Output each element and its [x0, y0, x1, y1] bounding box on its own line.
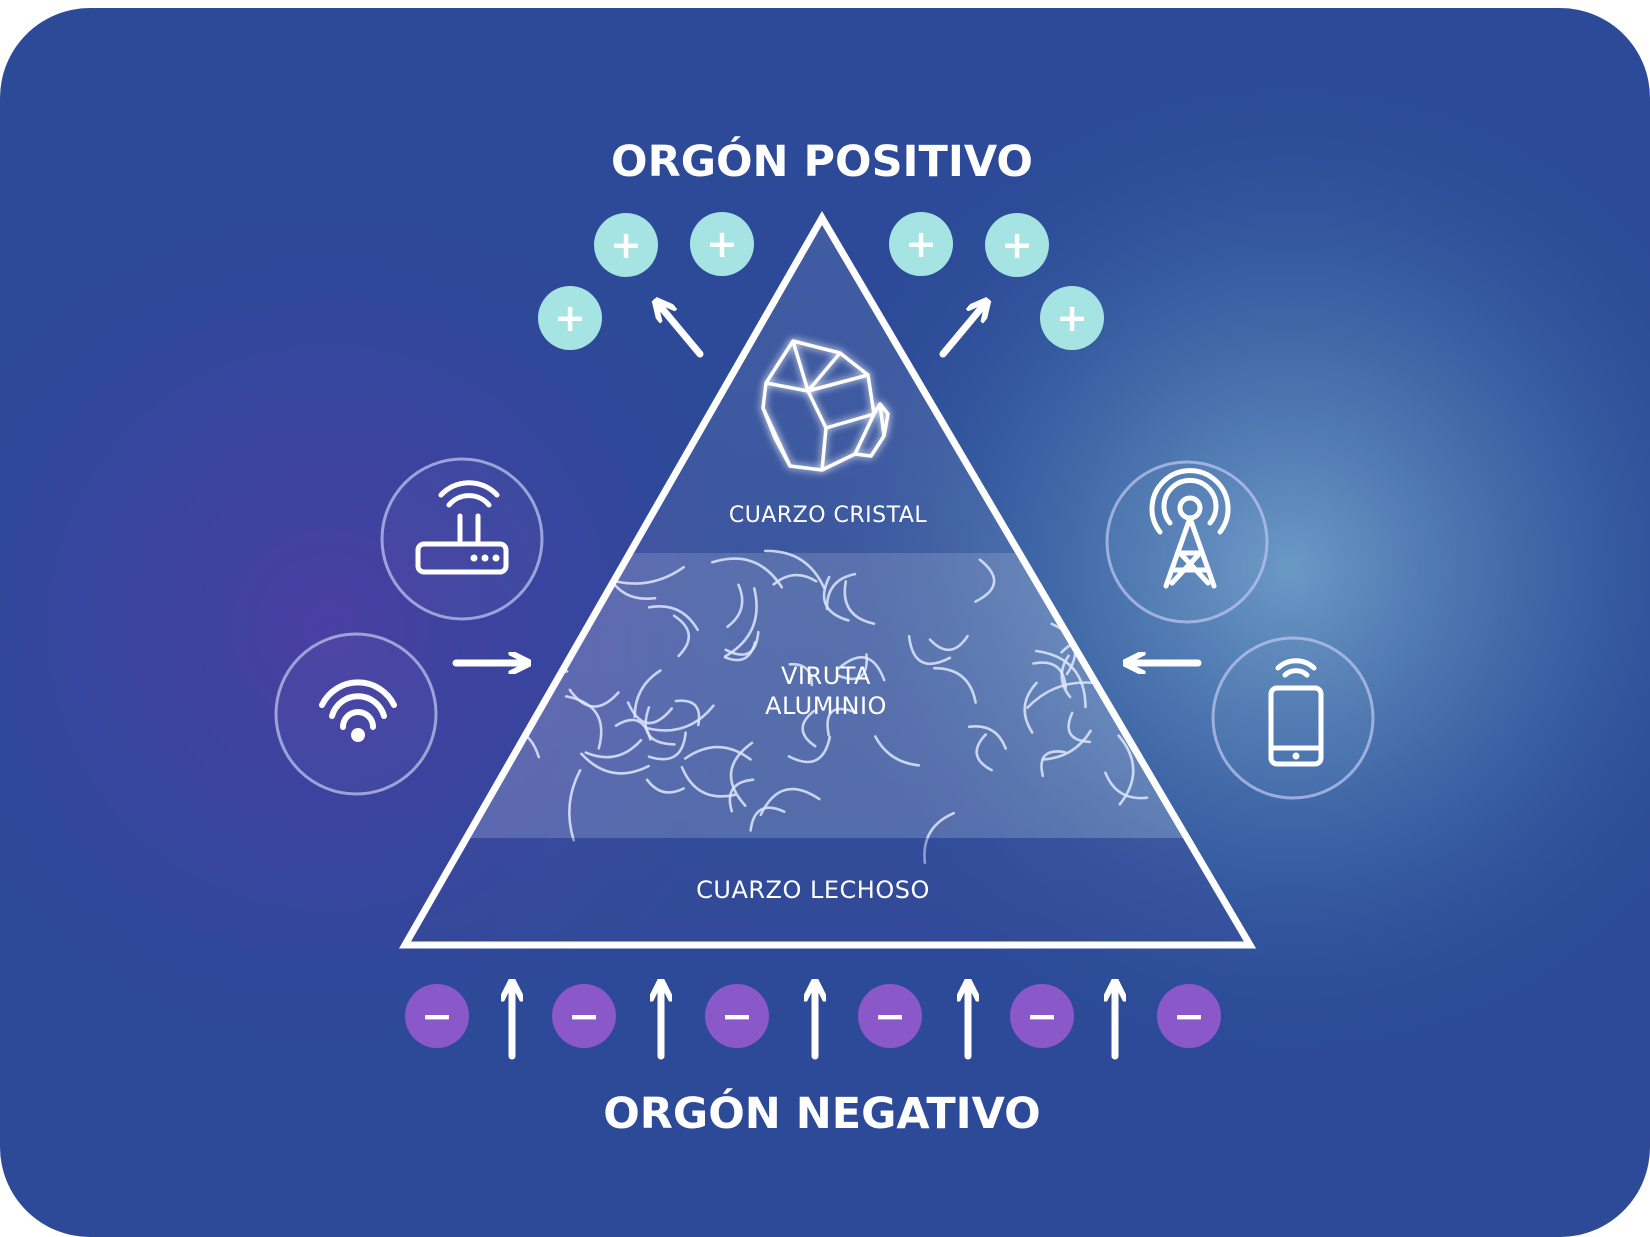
aluminium-shaving [874, 735, 921, 767]
layer-label-milky-quartz: CUARZO LECHOSO [696, 876, 930, 904]
aluminium-shaving [933, 666, 977, 704]
aluminium-shaving [907, 635, 952, 666]
aluminium-shaving [584, 738, 643, 759]
mobile-phone-icon [1268, 658, 1324, 767]
plus-sign: + [1056, 296, 1088, 340]
aluminium-shaving [763, 549, 826, 590]
layer-label-viruta: VIRUTA [781, 662, 871, 690]
aluminium-shaving [680, 765, 737, 798]
aluminium-shaving [568, 769, 582, 842]
orgone-diagram: ORGÓN POSITIVO ORGÓN NEGATIVO + + + + + + CUA… [0, 8, 1650, 1237]
plus-sign: + [1001, 223, 1033, 267]
plus-sign: + [610, 223, 642, 267]
aluminium-shaving [728, 778, 755, 813]
aluminium-shaving [801, 709, 817, 748]
aluminium-shaving [788, 662, 814, 687]
aluminium-shaving [826, 707, 858, 737]
aluminium-shaving [1041, 729, 1092, 761]
positive-charge: + [690, 212, 754, 276]
aluminium-shaving [684, 745, 752, 761]
aluminium-shaving [580, 752, 650, 775]
negative-charges: −−−−−− [405, 984, 1221, 1060]
arrow-up-left [660, 306, 704, 358]
aluminium-shaving [1117, 734, 1135, 806]
aluminium-shaving [1060, 654, 1072, 699]
aluminium-shaving [674, 699, 701, 727]
positive-charges: + + + + + + [538, 212, 1104, 350]
aluminium-shaving [1034, 649, 1087, 709]
aluminium-shaving [611, 565, 685, 585]
minus-sign: − [1026, 994, 1058, 1038]
aluminium-shaving [633, 669, 662, 719]
antenna-tower-icon [1149, 468, 1231, 589]
pyramid-outline [398, 211, 1257, 949]
plus-sign: + [706, 222, 738, 266]
wifi-icon [319, 679, 397, 730]
positive-charge: + [538, 286, 602, 350]
aluminium-shaving [967, 725, 1007, 750]
aluminium-shaving [759, 787, 821, 817]
positive-charge: + [889, 212, 953, 276]
wifi-emitter [274, 632, 438, 796]
negative-charge: − [1157, 984, 1221, 1048]
aluminium-shaving [975, 733, 993, 772]
aluminium-shaving [749, 806, 786, 832]
negative-charge: − [552, 984, 616, 1048]
diagram-card: ORGÓN POSITIVO ORGÓN NEGATIVO + + + + + + CUA… [0, 8, 1650, 1237]
minus-sign: − [1173, 994, 1205, 1038]
aluminium-shaving [726, 583, 744, 628]
aluminium-shaving [1026, 681, 1093, 709]
aluminium-shaving [825, 572, 857, 611]
aluminium-shaving [822, 575, 850, 622]
milky-quartz-layer [405, 838, 1250, 945]
aluminium-shaving [1040, 750, 1067, 778]
negative-charge: − [405, 984, 469, 1048]
layer-label-crystal: CUARZO CRISTAL [729, 503, 928, 528]
aluminium-shaving [1032, 661, 1068, 690]
negative-charge: − [705, 984, 769, 1048]
minus-sign: − [421, 994, 453, 1038]
aluminium-shaving [928, 634, 969, 652]
minus-sign: − [874, 994, 906, 1038]
phone-emitter [1211, 636, 1375, 800]
minus-sign: − [568, 994, 600, 1038]
arrow-up-right [939, 306, 983, 358]
tower-emitter [1105, 460, 1269, 624]
aluminium-shaving [923, 811, 955, 865]
aluminium-shaving [568, 688, 620, 708]
positive-charge: + [594, 213, 658, 277]
minus-sign: − [721, 994, 753, 1038]
layer-label-aluminio: ALUMINIO [765, 692, 887, 720]
aluminium-shaving [836, 653, 868, 681]
aluminium-shaving [672, 614, 690, 658]
negative-charge: − [858, 984, 922, 1048]
aluminium-shaving [645, 778, 685, 794]
aluminium-shaving [645, 704, 715, 732]
aluminium-shaving [647, 731, 687, 761]
crystal-icon [761, 339, 890, 472]
aluminium-shaving [974, 558, 996, 603]
aluminium-shaving [564, 695, 603, 750]
aluminium-shaving [1104, 771, 1149, 800]
aluminium-shaving [626, 701, 674, 725]
aluminium-shaving [723, 587, 758, 658]
aluminium-shaving [787, 735, 832, 764]
plus-sign: + [905, 222, 937, 266]
aluminium-shaving [1067, 711, 1092, 744]
positive-charge: + [1040, 286, 1104, 350]
title-positive: ORGÓN POSITIVO [611, 136, 1033, 187]
title-negative: ORGÓN NEGATIVO [603, 1088, 1040, 1139]
router-emitter [380, 457, 544, 621]
aluminium-shaving [647, 605, 699, 632]
aluminium-shaving [711, 557, 784, 589]
aluminium-shaving [1023, 681, 1038, 734]
positive-charge: + [985, 213, 1049, 277]
wifi-router-icon [415, 480, 509, 575]
aluminium-shaving [843, 580, 876, 625]
aluminium-shaving [644, 706, 676, 746]
aluminium-shaving [729, 741, 754, 807]
negative-charge: − [1010, 984, 1074, 1048]
plus-sign: + [554, 296, 586, 340]
